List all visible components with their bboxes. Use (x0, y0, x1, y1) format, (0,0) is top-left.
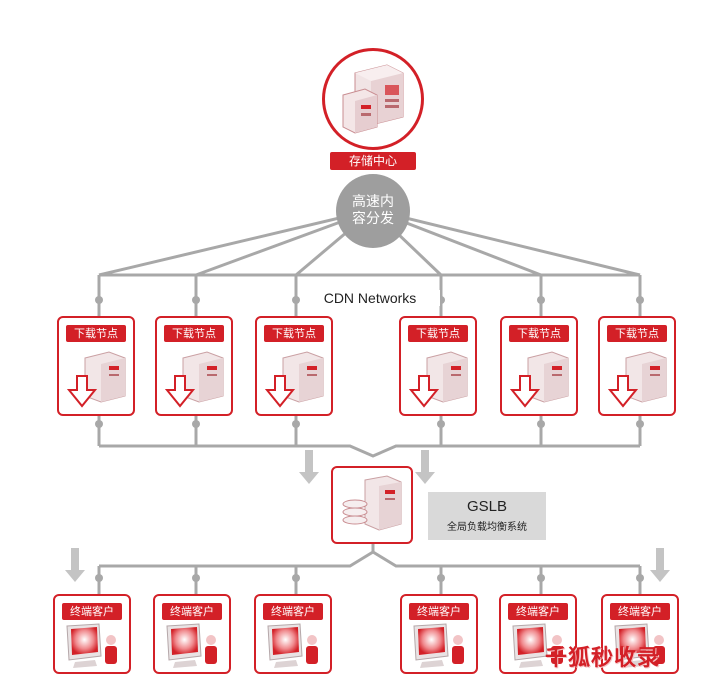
end-client-label: 终端客户 (162, 603, 222, 620)
download-node-label: 下载节点 (408, 325, 468, 342)
watermark-text: 千狐秒收录 (545, 646, 661, 671)
end-client-label: 终端客户 (263, 603, 323, 620)
client-computer-icon (166, 623, 217, 668)
end-client-label: 终端客户 (610, 603, 670, 620)
download-node-label: 下载节点 (607, 325, 667, 342)
server-download-icon (607, 351, 667, 408)
download-node: 下载节点 (598, 316, 676, 416)
end-client: 终端客户 (153, 594, 231, 674)
content-distribution-hub: 高速内 容分发 (336, 174, 410, 248)
storage-center-label: 存储中心 (330, 152, 416, 170)
download-node-label: 下载节点 (509, 325, 569, 342)
end-client-label: 终端客户 (508, 603, 568, 620)
gslb-info-box: GSLB 全局负载均衡系统 (428, 492, 546, 540)
download-node-label: 下载节点 (66, 325, 126, 342)
end-client: 终端客户 (254, 594, 332, 674)
download-node: 下载节点 (399, 316, 477, 416)
client-computer-icon (267, 623, 318, 668)
download-node-label: 下载节点 (264, 325, 324, 342)
end-client-label: 终端客户 (62, 603, 122, 620)
server-download-icon (164, 351, 224, 408)
client-computer-icon (614, 623, 665, 668)
end-client: 终端客户 (499, 594, 577, 674)
gslb-subtitle: 全局负载均衡系统 (447, 522, 527, 533)
gslb-title: GSLB (466, 498, 508, 515)
gslb-server-icon (342, 475, 402, 531)
cdn-networks-label: CDN Networks (300, 290, 440, 306)
download-node: 下载节点 (255, 316, 333, 416)
end-client-label: 终端客户 (409, 603, 469, 620)
download-node: 下载节点 (57, 316, 135, 416)
client-computer-icon (512, 623, 563, 668)
hub-label-line1: 高速内 (352, 194, 394, 210)
download-node: 下载节点 (500, 316, 578, 416)
end-client: 终端客户 (53, 594, 131, 674)
server-download-icon (408, 351, 468, 408)
server-download-icon (264, 351, 324, 408)
end-client: 终端客户 (601, 594, 679, 674)
download-node-label: 下载节点 (164, 325, 224, 342)
download-node: 下载节点 (155, 316, 233, 416)
server-download-icon (66, 351, 126, 408)
storage-center-icon (322, 48, 424, 150)
end-client: 终端客户 (400, 594, 478, 674)
gslb-server (331, 466, 413, 544)
client-computer-icon (66, 623, 117, 668)
hub-label-line2: 容分发 (352, 211, 394, 227)
server-download-icon (509, 351, 569, 408)
flow-arrows (65, 450, 670, 582)
client-computer-icon (413, 623, 464, 668)
